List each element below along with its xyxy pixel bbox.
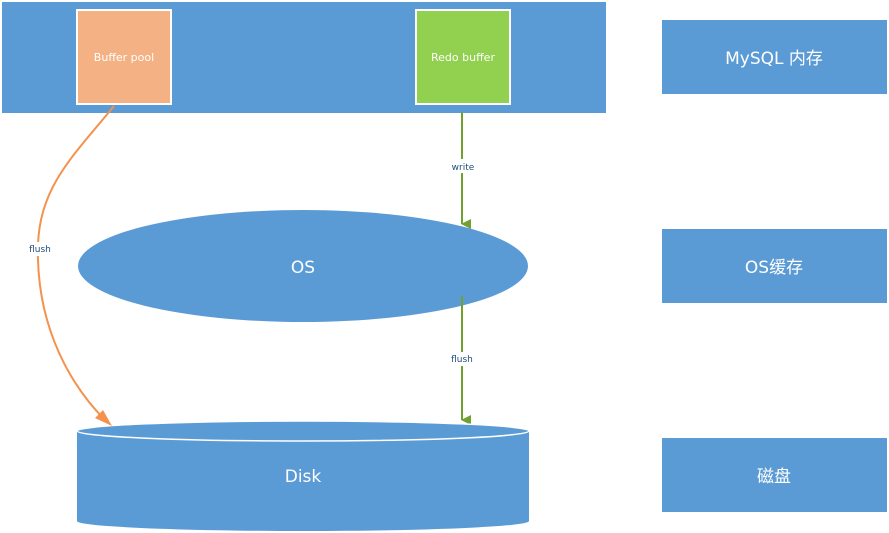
legend-disk-box — [662, 438, 887, 512]
pool-flush-label-bg — [24, 242, 56, 256]
redo-buffer-label: Redo buffer — [431, 51, 495, 64]
pool-flush-curve — [36, 105, 115, 422]
legend-memory-box — [662, 20, 887, 94]
legend-memory-label: MySQL 内存 — [725, 49, 823, 69]
write-label-bg — [448, 159, 478, 173]
os-flush-label-bg — [448, 352, 478, 366]
redo-buffer-box — [415, 9, 511, 105]
legend-os-cache-box — [662, 229, 887, 303]
disk-cylinder-top — [76, 420, 530, 442]
legend-os-cache-label: OS缓存 — [745, 258, 803, 278]
os-flush-label: flush — [451, 355, 473, 365]
os-ellipse — [78, 210, 528, 322]
pool-flush-label: flush — [29, 245, 51, 255]
buffer-pool-label: Buffer pool — [94, 51, 154, 64]
legend-disk-label: 磁盘 — [757, 467, 791, 487]
write-label: write — [452, 163, 475, 173]
disk-label: Disk — [285, 467, 322, 487]
buffer-pool-box — [76, 9, 172, 105]
pool-flush-arrowhead — [95, 410, 112, 426]
os-label: OS — [291, 258, 315, 278]
disk-cylinder-body — [77, 431, 529, 531]
